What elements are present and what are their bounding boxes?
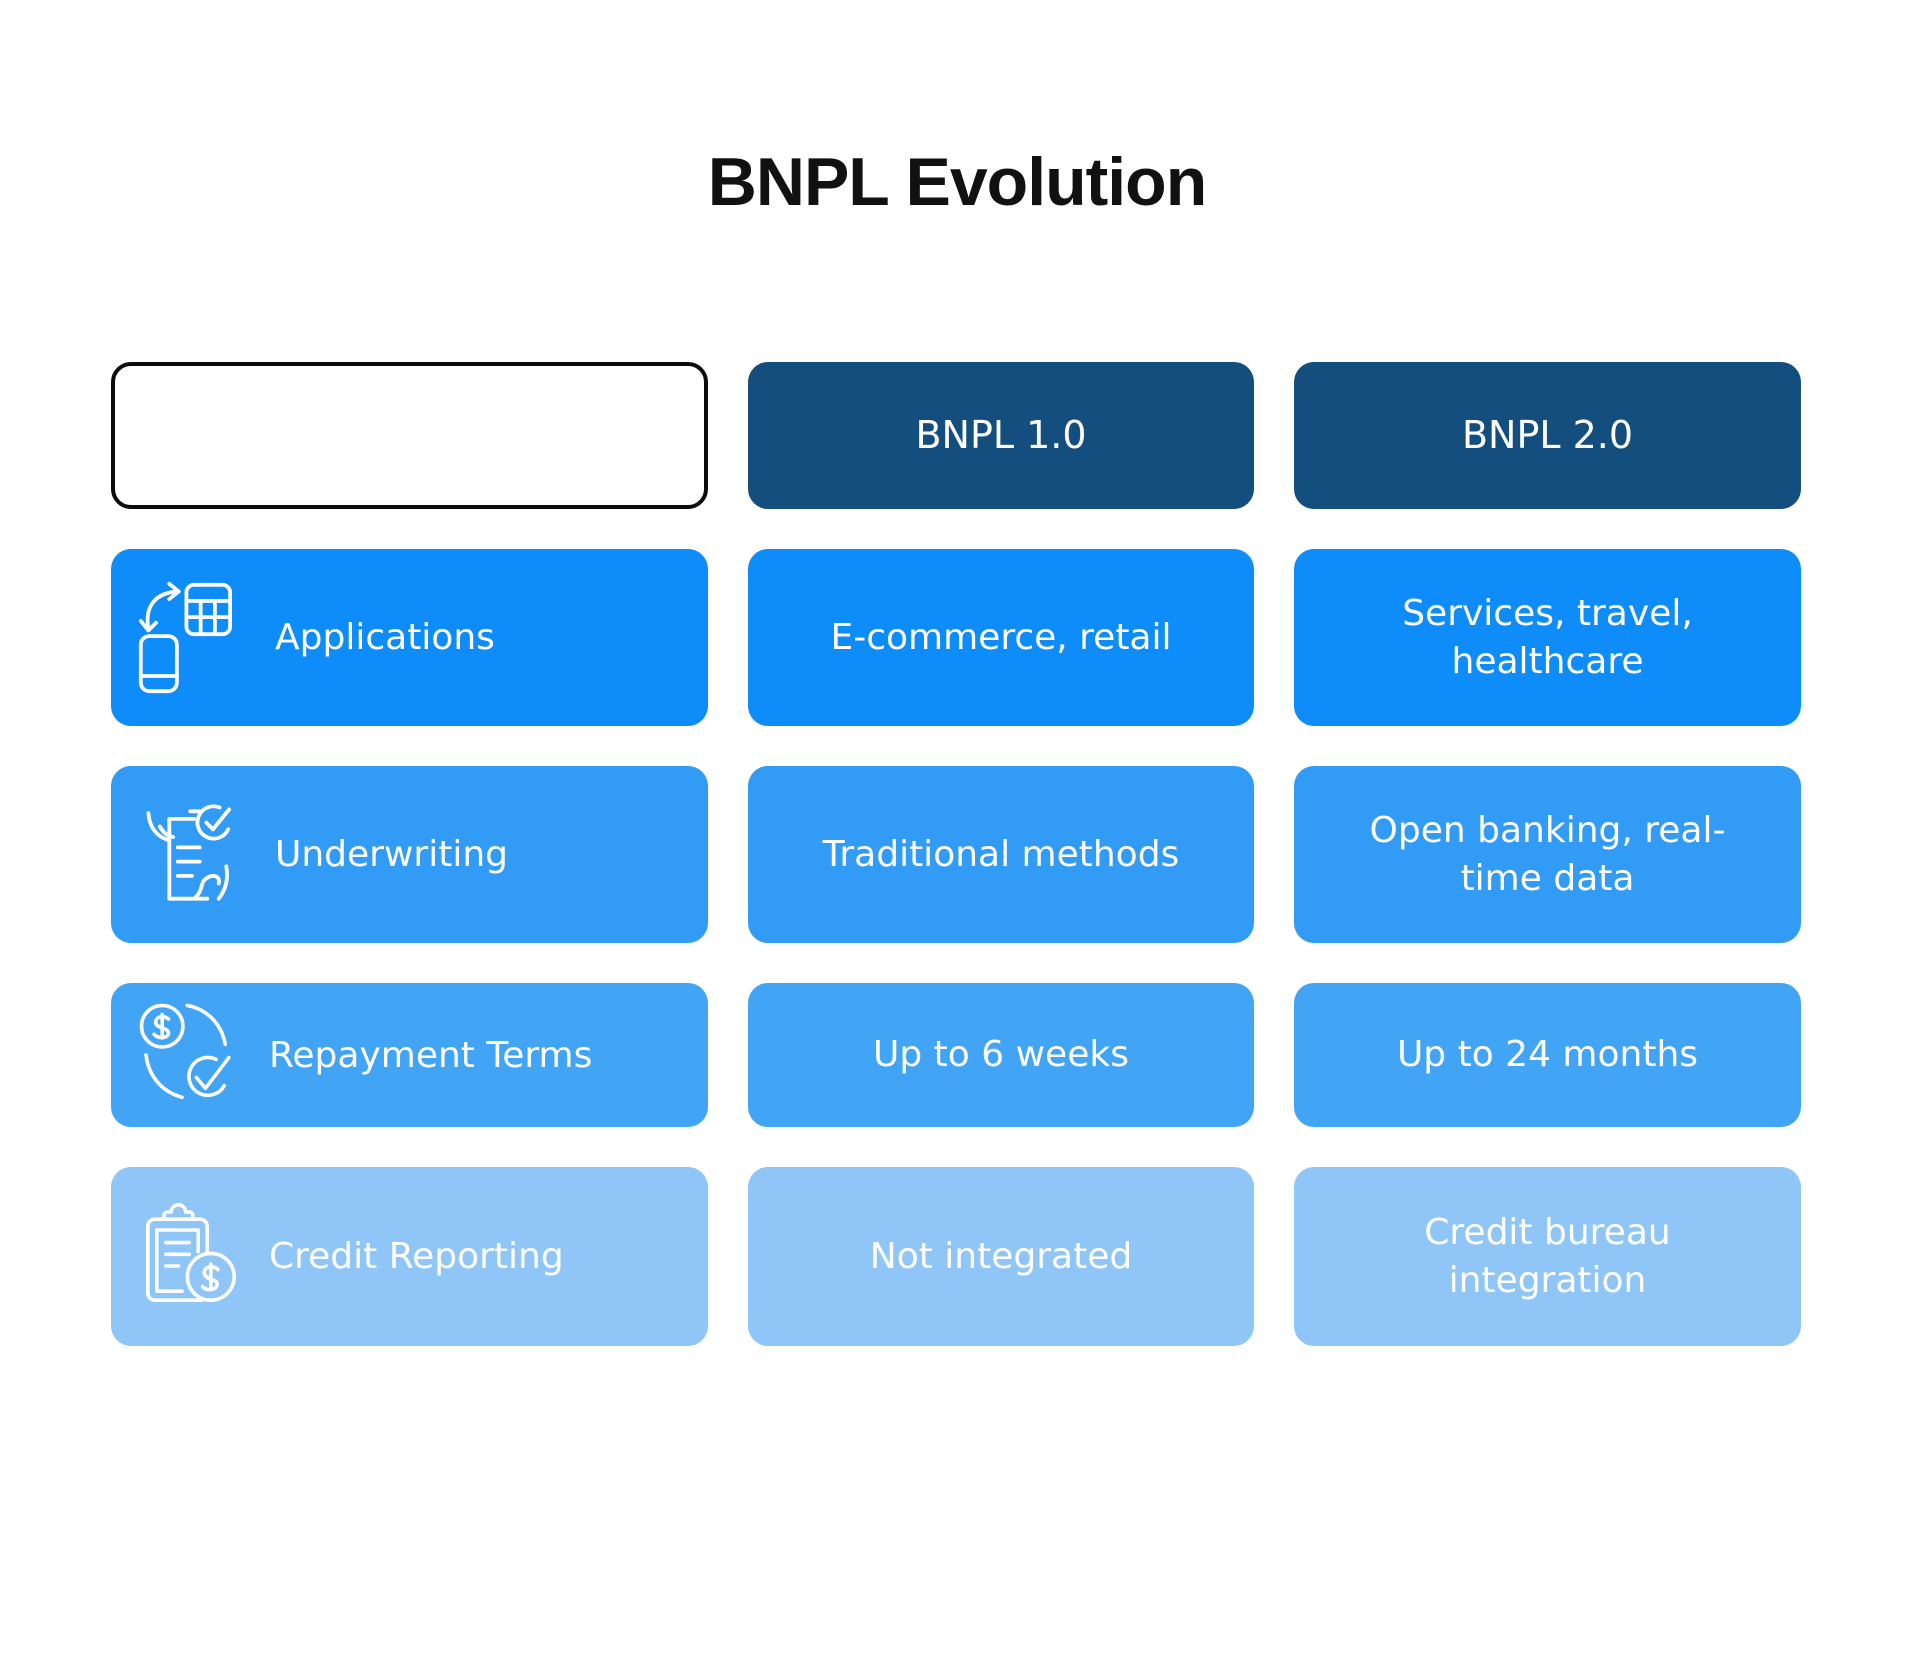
cell-text: Not integrated: [869, 1235, 1133, 1277]
cell-text: E-commerce, retail: [830, 616, 1172, 658]
column-header-bnpl-2: BNPL 2.0: [1294, 362, 1801, 509]
blank-header-cell: [111, 362, 708, 509]
cell-applications-bnpl1: E-commerce, retail: [748, 549, 1254, 726]
phone-data-sync-icon: [137, 581, 251, 695]
row-label-text: Repayment Terms: [269, 1034, 593, 1076]
cell-repayment-bnpl2: Up to 24 months: [1294, 983, 1801, 1127]
cell-applications-bnpl2: Services, travel, healthcare: [1294, 549, 1801, 726]
row-label-text: Credit Reporting: [269, 1236, 564, 1277]
document-check-hand-icon: [137, 798, 251, 912]
row-label-credit-reporting: Credit Reporting: [111, 1167, 708, 1346]
cell-text: Open banking, real-time data: [1369, 809, 1726, 899]
bnpl-evolution-infographic: BNPL Evolution BNPL 1.0 BNPL 2.0: [0, 148, 1914, 1346]
cell-credit-bnpl1: Not integrated: [748, 1167, 1254, 1346]
row-label-repayment-terms: Repayment Terms: [111, 983, 708, 1127]
row-label-text: Applications: [275, 617, 495, 658]
cell-underwriting-bnpl2: Open banking, real-time data: [1294, 766, 1801, 943]
cell-credit-bnpl2: Credit bureau integration: [1294, 1167, 1801, 1346]
cell-text: Traditional methods: [822, 833, 1180, 875]
cell-underwriting-bnpl1: Traditional methods: [748, 766, 1254, 943]
dollar-cycle-check-icon: [137, 1001, 245, 1109]
row-label-text: Underwriting: [275, 834, 508, 875]
comparison-table: BNPL 1.0 BNPL 2.0 Applications E-comm: [111, 362, 1801, 1346]
column-header-label: BNPL 2.0: [1461, 412, 1634, 457]
column-header-label: BNPL 1.0: [915, 412, 1087, 457]
page-title: BNPL Evolution: [707, 144, 1208, 220]
cell-text: Up to 24 months: [1396, 1034, 1699, 1076]
cell-text: Up to 6 weeks: [873, 1034, 1129, 1076]
column-header-bnpl-1: BNPL 1.0: [748, 362, 1254, 509]
row-label-underwriting: Underwriting: [111, 766, 708, 943]
cell-text: Credit bureau integration: [1424, 1211, 1671, 1301]
clipboard-dollar-icon: [137, 1202, 245, 1311]
cell-repayment-bnpl1: Up to 6 weeks: [748, 983, 1254, 1127]
cell-text: Services, travel, healthcare: [1402, 592, 1693, 682]
row-label-applications: Applications: [111, 549, 708, 726]
